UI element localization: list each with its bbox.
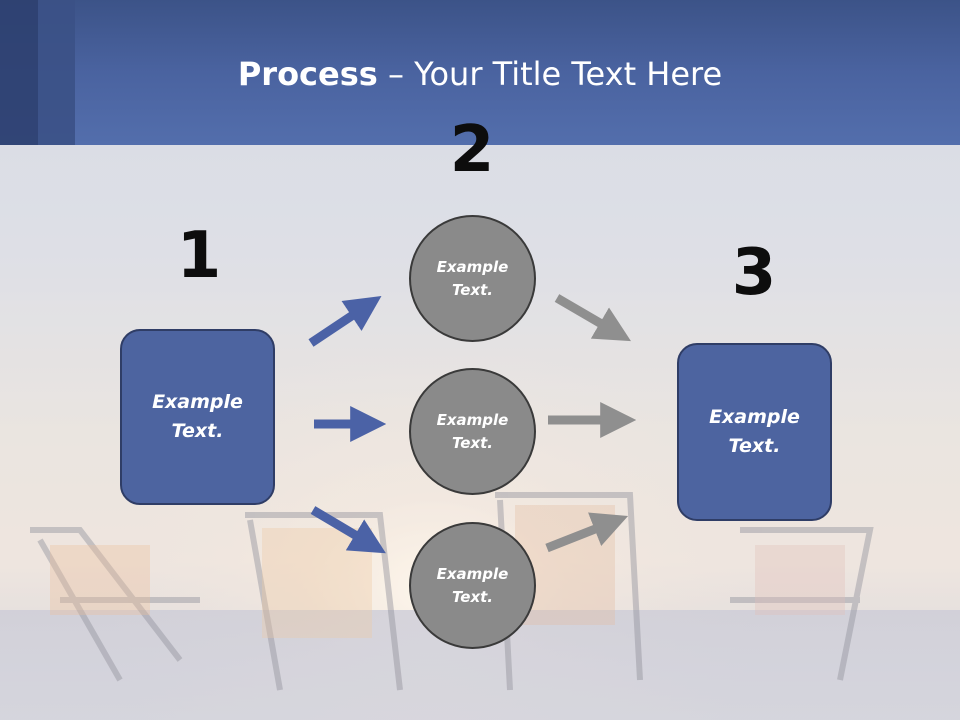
box-text-line: Text.: [171, 420, 224, 442]
step-2-circle-bottom[interactable]: Example Text.: [409, 522, 536, 649]
step-1-box[interactable]: Example Text.: [120, 329, 275, 505]
arrow-down-right-gray: [554, 294, 631, 342]
title-bold: Process: [237, 55, 378, 93]
step-number-3[interactable]: 3: [731, 236, 777, 310]
slide-title[interactable]: Process – Your Title Text Here: [0, 52, 960, 96]
step-number-1[interactable]: 1: [176, 219, 222, 293]
header-accent-strip: [38, 0, 75, 145]
step-2-circle-middle[interactable]: Example Text.: [409, 368, 536, 495]
circle-text-line: Text.: [451, 433, 493, 452]
arrow-down-right-blue: [310, 506, 386, 554]
title-rest: – Your Title Text Here: [377, 55, 723, 93]
step-3-box[interactable]: Example Text.: [677, 343, 832, 521]
circle-text-line: Text.: [451, 280, 493, 299]
circle-text-line: Example: [436, 257, 509, 276]
box-text-line: Text.: [728, 435, 781, 457]
step-number-2[interactable]: 2: [449, 113, 495, 187]
box-text-line: Example: [709, 406, 800, 428]
header-accent-strip: [0, 0, 38, 145]
circle-text-line: Example: [436, 564, 509, 583]
circle-text-line: Text.: [451, 587, 493, 606]
circle-text-line: Example: [436, 410, 509, 429]
arrow-up-right-gray: [545, 512, 629, 553]
box-text-line: Example: [152, 391, 243, 413]
step-2-circle-top[interactable]: Example Text.: [409, 215, 536, 342]
arrow-up-right-blue: [308, 296, 382, 347]
header-band: [0, 0, 960, 145]
